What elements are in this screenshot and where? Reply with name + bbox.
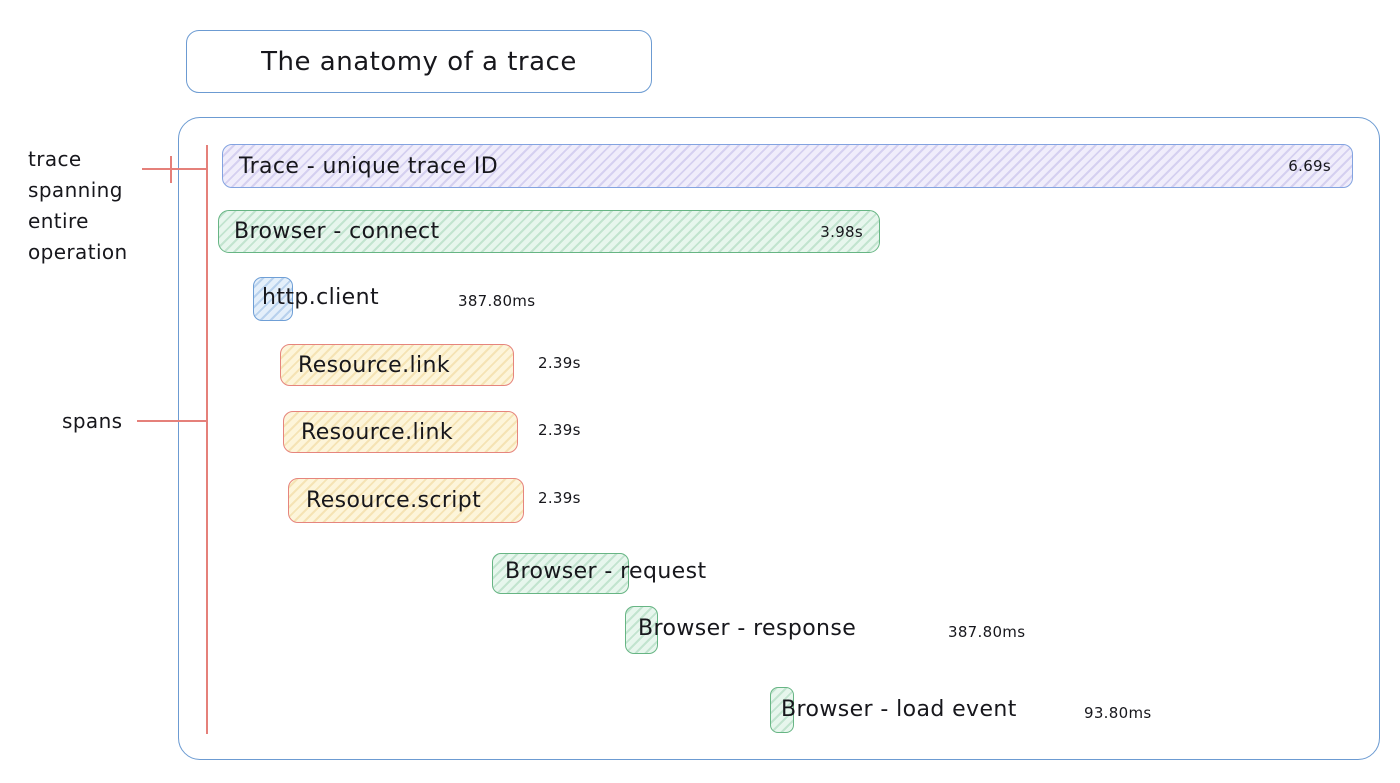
span-label: http.client <box>262 285 379 310</box>
span-label: Browser - response <box>638 616 857 641</box>
span-bar-browser-response <box>625 606 658 654</box>
span-bar-resource-link-1: Resource.link <box>280 344 514 386</box>
annotation-spans: spans <box>62 409 123 433</box>
span-bar-http-client <box>253 277 293 321</box>
span-duration: 2.39s <box>538 421 581 439</box>
trace-callout-line <box>142 168 207 170</box>
diagram-title: The anatomy of a trace <box>261 46 577 77</box>
diagram-title-box: The anatomy of a trace <box>186 30 652 93</box>
annotation-trace-spanning: trace spanning entire operation <box>28 147 128 264</box>
span-label: Resource.script <box>306 488 482 513</box>
span-bar-browser-load-event <box>770 687 794 733</box>
span-duration: 2.39s <box>538 489 581 507</box>
span-duration: 2.39s <box>538 354 581 372</box>
span-duration: 6.69s <box>1288 157 1331 175</box>
span-duration: 93.80ms <box>1084 704 1152 722</box>
spans-callout-line <box>137 420 208 422</box>
spans-bracket-line <box>206 145 208 734</box>
span-label: Resource.link <box>301 419 453 445</box>
span-bar-browser-connect: Browser - connect 3.98s <box>218 210 880 253</box>
span-duration: 387.80ms <box>948 623 1026 641</box>
span-label: Resource.link <box>298 352 450 378</box>
span-bar-resource-script: Resource.script <box>288 478 524 523</box>
span-bar-resource-link-2: Resource.link <box>283 411 518 453</box>
span-label: Browser - connect <box>234 219 440 244</box>
span-duration: 3.98s <box>820 222 863 241</box>
span-bar-trace: Trace - unique trace ID 6.69s <box>222 144 1353 188</box>
span-label: Trace - unique trace ID <box>239 153 499 179</box>
span-bar-browser-request <box>492 553 629 594</box>
span-label: Browser - load event <box>781 697 1017 722</box>
span-label: Browser - request <box>505 559 707 584</box>
span-duration: 387.80ms <box>458 292 536 310</box>
trace-callout-tick <box>170 156 172 183</box>
